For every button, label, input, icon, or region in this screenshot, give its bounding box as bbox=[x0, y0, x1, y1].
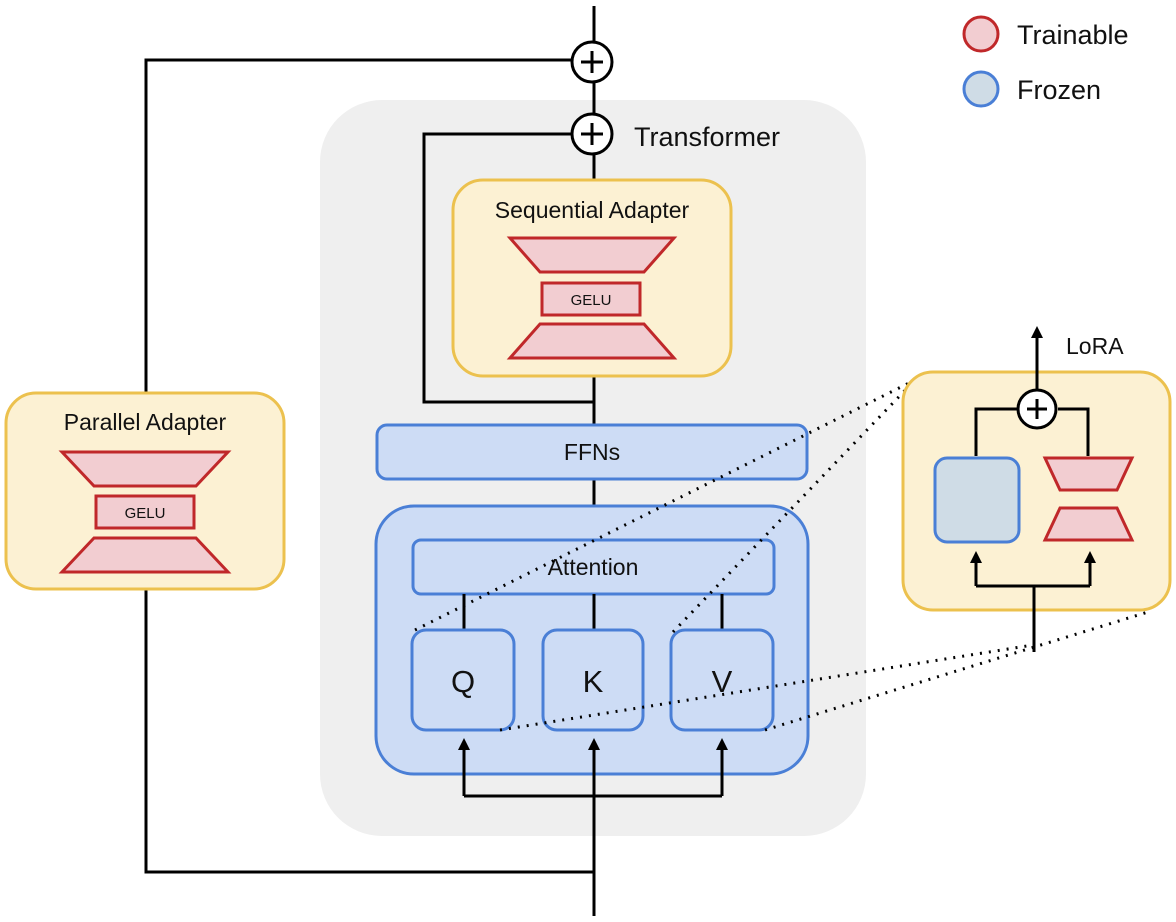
lora-down-projection bbox=[1042, 456, 1135, 492]
legend-frozen-swatch bbox=[962, 70, 1000, 108]
parallel-down-projection bbox=[58, 450, 232, 488]
parallel-up-projection bbox=[58, 536, 232, 574]
sequential-residual-line bbox=[422, 132, 594, 404]
lora-module bbox=[901, 370, 1172, 652]
q-label: Q bbox=[451, 664, 475, 699]
lora-label: LoRA bbox=[1066, 333, 1124, 359]
lora-frozen-weight bbox=[933, 456, 1021, 544]
parallel-gelu-label: GELU bbox=[125, 505, 166, 522]
ffns-block bbox=[375, 423, 809, 481]
k-block bbox=[541, 628, 645, 732]
sequential-down-projection bbox=[506, 236, 678, 274]
q-block bbox=[410, 628, 516, 732]
sequential-up-projection bbox=[506, 322, 678, 360]
k-label: K bbox=[583, 664, 604, 699]
legend-frozen-label: Frozen bbox=[1017, 75, 1101, 105]
lora-add-node bbox=[1016, 388, 1058, 430]
legend-trainable-label: Trainable bbox=[1017, 20, 1129, 50]
ffns-label: FFNs bbox=[564, 439, 620, 465]
sequential-gelu-box bbox=[540, 281, 642, 317]
transformer-label: Transformer bbox=[634, 122, 780, 152]
sequential-gelu-label: GELU bbox=[571, 292, 612, 309]
parallel-gelu-box bbox=[94, 494, 196, 530]
parallel-adapter: Parallel Adapter GELU bbox=[4, 391, 286, 591]
lora-zoom-lines bbox=[414, 378, 1149, 732]
attention-label: Attention bbox=[548, 554, 639, 580]
lora-up-projection bbox=[1042, 506, 1135, 542]
v-label: V bbox=[712, 664, 733, 699]
legend-trainable-swatch bbox=[962, 15, 1000, 53]
inner-add-node bbox=[570, 112, 614, 156]
outer-add-node bbox=[570, 40, 614, 84]
parallel-adapter-label: Parallel Adapter bbox=[64, 409, 227, 435]
sequential-adapter: Sequential Adapter GELU bbox=[451, 178, 733, 378]
v-block bbox=[669, 628, 775, 732]
sequential-adapter-label: Sequential Adapter bbox=[495, 197, 690, 223]
legend: Trainable Frozen bbox=[962, 15, 1129, 108]
